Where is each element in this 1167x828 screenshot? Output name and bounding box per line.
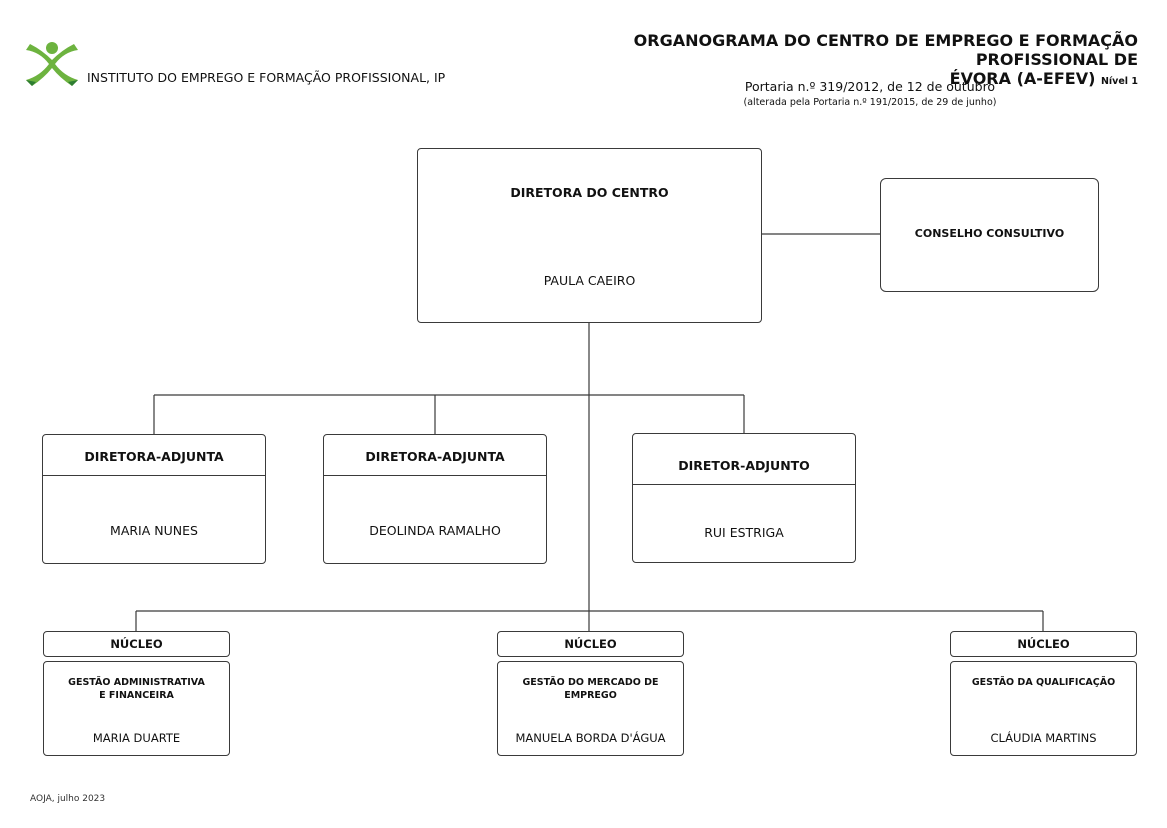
deputy-name: DEOLINDA RAMALHO [369, 523, 501, 538]
nucleo-header-3: NÚCLEO [950, 631, 1137, 657]
nucleo-header-1: NÚCLEO [43, 631, 230, 657]
org-name: INSTITUTO DO EMPREGO E FORMAÇÃO PROFISSI… [87, 70, 446, 85]
deputy-name: RUI ESTRIGA [704, 525, 784, 540]
deputy-title: DIRETOR-ADJUNTO [678, 458, 810, 473]
council-title: CONSELHO CONSULTIVO [914, 227, 1065, 240]
deputy-name: MARIA NUNES [110, 523, 198, 538]
nucleo-box-3: GESTÃO DA QUALIFICAÇÃO CLÁUDIA MARTINS [950, 661, 1137, 756]
deputy-divider [324, 475, 546, 476]
nucleo-header-label: NÚCLEO [110, 637, 163, 651]
page-title: ORGANOGRAMA DO CENTRO DE EMPREGO E FORMA… [560, 31, 1138, 91]
council-box: CONSELHO CONSULTIVO [880, 178, 1099, 292]
law-reference: Portaria n.º 319/2012, de 12 de outubro [744, 79, 996, 94]
footer-note: AOJA, julho 2023 [30, 794, 106, 804]
nucleo-name: CLÁUDIA MARTINS [990, 731, 1097, 745]
nucleo-title-line-2: E FINANCEIRA [99, 690, 174, 701]
title-line-2-row: ÉVORA (A-EFEV) Nível 1 [560, 69, 1138, 91]
nucleo-header-label: NÚCLEO [1017, 637, 1070, 651]
title-line-2: ÉVORA (A-EFEV) [949, 69, 1096, 88]
deputy-divider [633, 484, 855, 485]
director-box: DIRETORA DO CENTRO PAULA CAEIRO [417, 148, 762, 323]
title-line-1: ORGANOGRAMA DO CENTRO DE EMPREGO E FORMA… [633, 31, 1138, 69]
deputy-box-1: DIRETORA-ADJUNTA MARIA NUNES [42, 434, 266, 564]
deputy-box-2: DIRETORA-ADJUNTA DEOLINDA RAMALHO [323, 434, 547, 564]
level-label: Nível 1 [1100, 76, 1138, 87]
nucleo-name: MARIA DUARTE [92, 731, 181, 745]
deputy-box-3: DIRETOR-ADJUNTO RUI ESTRIGA [632, 433, 856, 563]
nucleo-title-line-1: GESTÃO DO MERCADO DE EMPREGO [522, 677, 659, 701]
nucleo-title-line-1: GESTÃO DA QUALIFICAÇÃO [971, 677, 1116, 688]
deputy-title: DIRETORA-ADJUNTA [84, 449, 224, 464]
nucleo-title-line-1: GESTÃO ADMINISTRATIVA [68, 677, 205, 688]
director-title: DIRETORA DO CENTRO [510, 185, 669, 200]
nucleo-box-2: GESTÃO DO MERCADO DE EMPREGO MANUELA BOR… [497, 661, 684, 756]
director-name: PAULA CAEIRO [543, 273, 636, 288]
nucleo-header-label: NÚCLEO [564, 637, 617, 651]
nucleo-box-1: GESTÃO ADMINISTRATIVA E FINANCEIRA MARIA… [43, 661, 230, 756]
deputy-title: DIRETORA-ADJUNTA [365, 449, 505, 464]
nucleo-name: MANUELA BORDA D'ÁGUA [515, 731, 666, 745]
deputy-divider [43, 475, 265, 476]
law-amendment-note: (alterada pela Portaria n.º 191/2015, de… [743, 97, 997, 108]
nucleo-header-2: NÚCLEO [497, 631, 684, 657]
iefp-logo [22, 40, 82, 94]
